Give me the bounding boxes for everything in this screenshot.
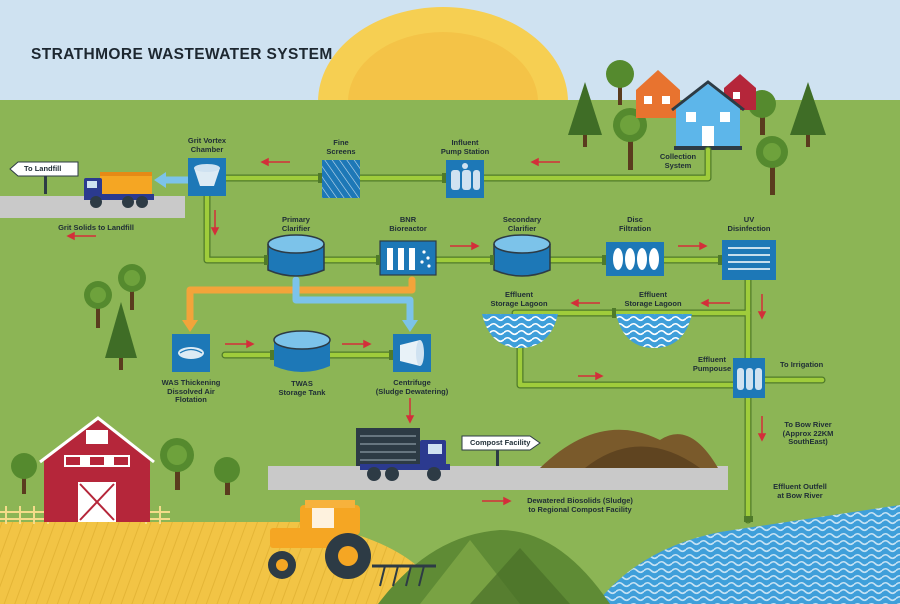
label-bow-river: To Bow River (Approx 22KM SouthEast) <box>782 420 834 446</box>
landfill-sign-text: To Landfill <box>24 164 62 173</box>
landfill-sign <box>9 161 79 194</box>
label-bnr: BNR Bioreactor <box>389 215 427 233</box>
lagoon-left-unit <box>482 314 558 348</box>
label-grit-vortex: Grit Vortex Chamber <box>187 136 227 154</box>
label-centrifuge: Centrifuge (Sludge Dewatering) <box>375 378 449 396</box>
label-disc-filtration: Disc Filtration <box>618 215 652 233</box>
label-fine-screens: Fine Screens <box>326 138 356 156</box>
uv-disinfection-unit <box>722 240 776 280</box>
flow-arrows <box>66 157 767 506</box>
grit-vortex-unit <box>188 158 226 196</box>
bnr-bioreactor-unit <box>379 240 437 276</box>
label-was: WAS Thickening Dissolved Air Flotation <box>161 378 221 404</box>
label-irrigation: To Irrigation <box>780 360 824 369</box>
label-outfall: Effluent Outfell at Bow River <box>773 482 827 500</box>
label-collection: Collection System <box>659 152 697 170</box>
lagoon-right-unit <box>616 314 692 348</box>
houses <box>636 70 756 150</box>
label-effluent-pump: Effluent Pumpouse <box>692 355 732 373</box>
centrifuge-unit <box>393 334 431 372</box>
label-grit-solids: Grit Solids to Landfill <box>58 223 134 232</box>
primary-clarifier-unit <box>267 234 325 277</box>
tractor <box>268 500 436 587</box>
fine-screens-unit <box>322 160 360 198</box>
sludge-truck <box>356 428 450 481</box>
diagram-title: STRATHMORE WASTEWATER SYSTEM <box>31 46 333 63</box>
label-lagoon-left: Effluent Storage Lagoon <box>490 290 548 308</box>
compost-sign-text: Compost Facility <box>470 438 531 447</box>
label-primary-clarifier: Primary Clarifier <box>281 215 311 233</box>
disc-filtration-unit <box>606 242 664 276</box>
influent-pump-unit <box>446 160 484 198</box>
compost-sign <box>461 435 541 466</box>
label-biosolids: Dewatered Biosolids (Sludge) to Regional… <box>527 496 633 514</box>
grit-truck <box>84 172 154 208</box>
label-lagoon-right: Effluent Storage Lagoon <box>624 290 682 308</box>
compost-road <box>268 466 728 490</box>
label-influent-pump: Influent Pump Station <box>440 138 490 156</box>
label-secondary-clarifier: Secondary Clarifier <box>502 215 542 233</box>
effluent-pumphouse-unit <box>733 358 765 398</box>
sludge-pipe <box>186 276 416 326</box>
label-twas: TWAS Storage Tank <box>278 379 326 397</box>
was-thickening-unit <box>172 334 210 372</box>
barn <box>39 416 155 522</box>
air-pipe <box>158 176 414 326</box>
twas-tank-unit <box>273 330 331 372</box>
secondary-clarifier-unit <box>493 234 551 277</box>
label-uv: UV Disinfection <box>727 215 771 233</box>
